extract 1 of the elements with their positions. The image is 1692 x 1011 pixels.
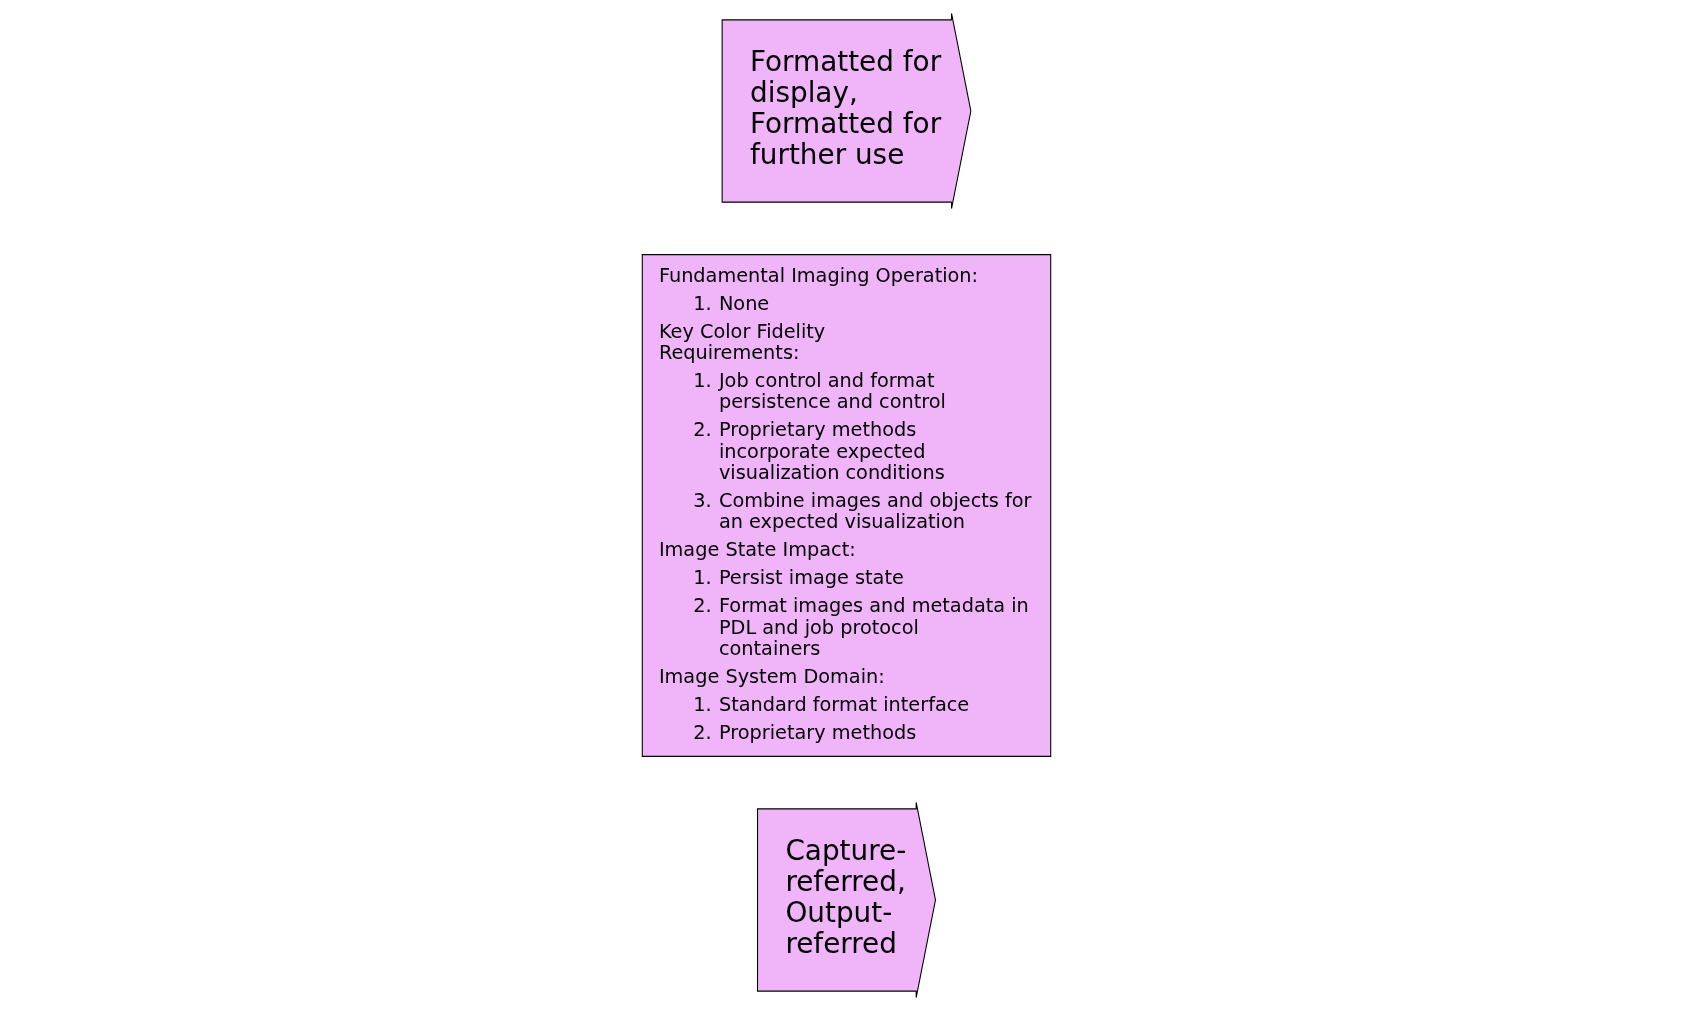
node-box: Fundamental Imaging Operation: 1. None Key Color Fidelity Requirements: 1. Job control and format persistence and control 2. Proprietary methods incorporate expected visualization conditions 3. Combine images and objects for an expected visualization Image State Impact: 1. Persist image state 2. Format images and metadata in PDL and job protocol containers Image System Domain: 1. Standard format interface 2. Proprietary methods <box>641 254 1051 757</box>
